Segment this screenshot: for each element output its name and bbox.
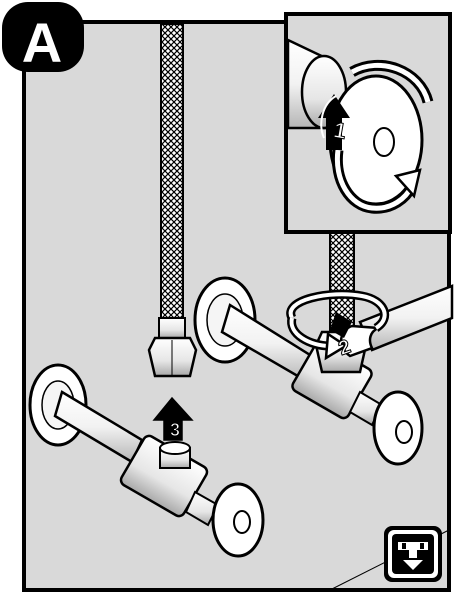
panel-letter: A bbox=[22, 11, 62, 74]
shower-valve-icon bbox=[384, 526, 442, 582]
step-label-3: 3 bbox=[170, 420, 180, 440]
detail-inset bbox=[286, 14, 450, 232]
